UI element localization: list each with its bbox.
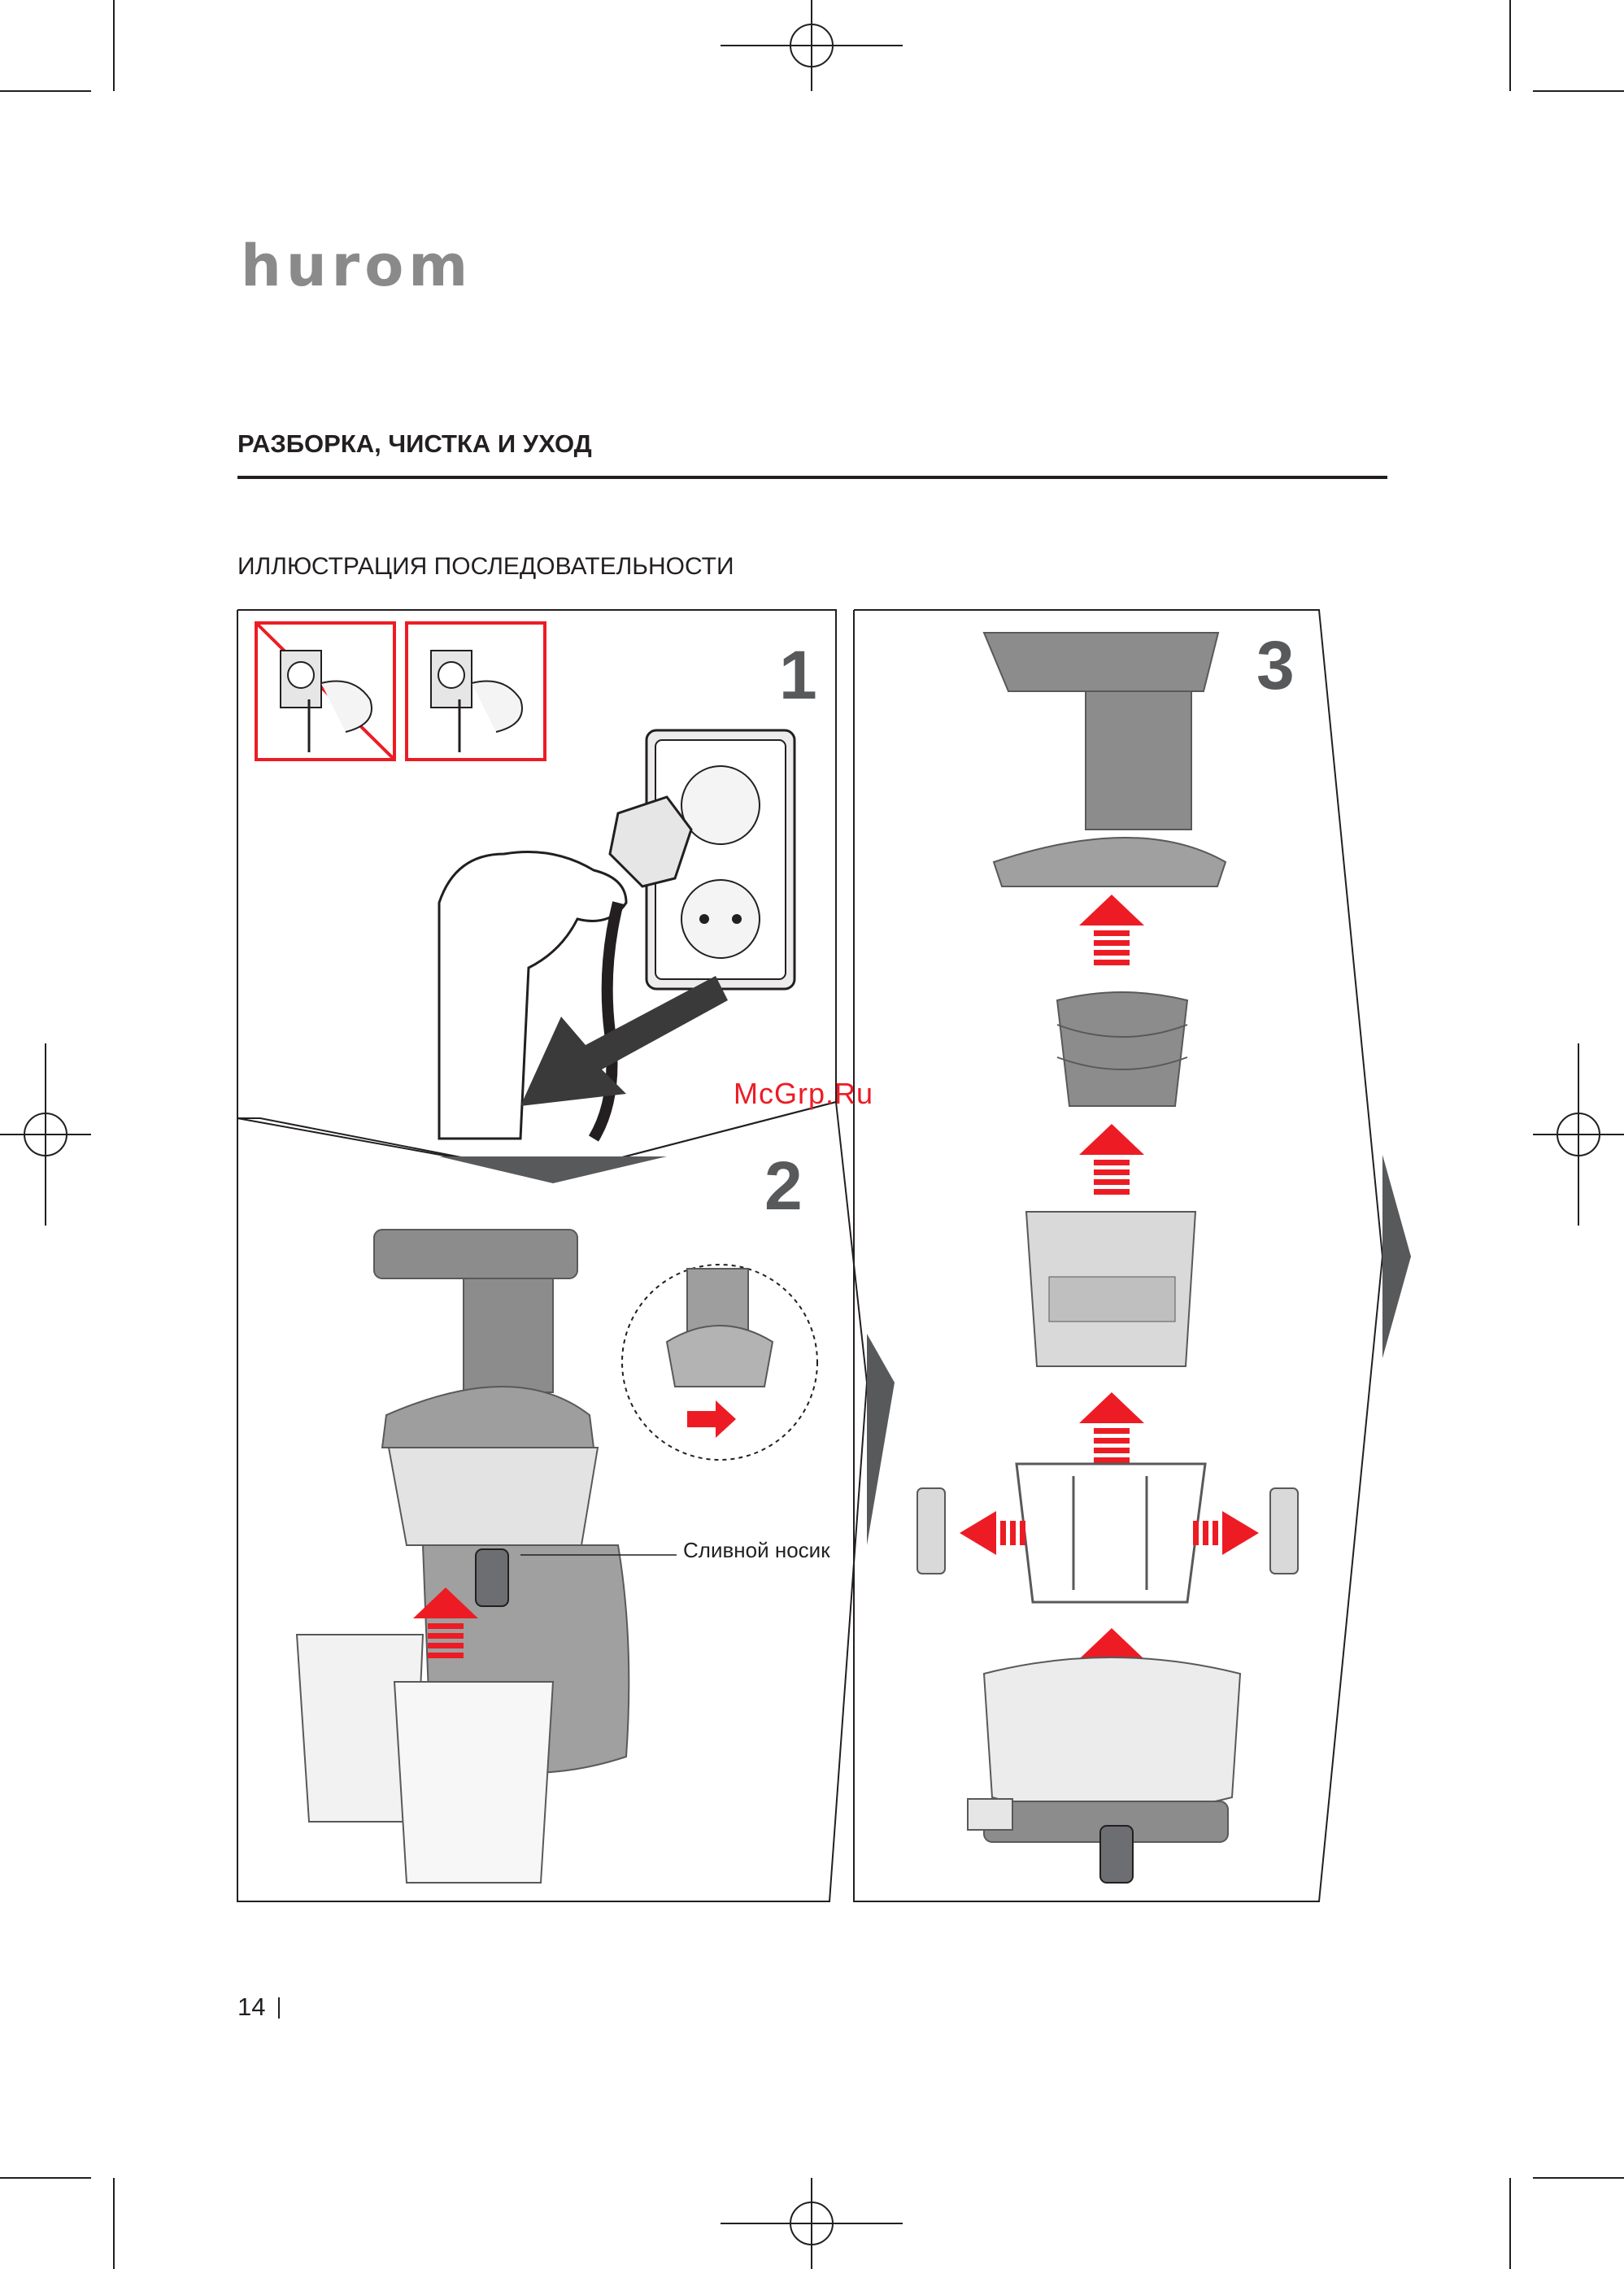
rotating-brush [1017, 1464, 1205, 1602]
right-red-arrow [1193, 1511, 1259, 1555]
right-brush [1270, 1488, 1298, 1574]
juicer-bowl [389, 1448, 598, 1545]
arrow-step3-next [1382, 1155, 1411, 1358]
arrow-step1-to-step2 [439, 1156, 667, 1183]
juicer-hopper [374, 1230, 577, 1278]
step-3-number: 3 [1256, 626, 1295, 705]
juicing-bowl [984, 1657, 1240, 1814]
step-2-number: 2 [764, 1147, 803, 1226]
pull-arrow [520, 976, 728, 1106]
page-number: 14 [237, 1992, 265, 2022]
arrow-step2-to-step3 [867, 1334, 895, 1545]
left-red-arrow [960, 1511, 1025, 1555]
hopper-lid [984, 633, 1218, 691]
spout-callout-label: Сливной носик [683, 1538, 830, 1563]
page-number-divider [278, 1997, 280, 2019]
left-brush [917, 1488, 945, 1574]
juicing-screw [1057, 992, 1187, 1106]
juice-spout [476, 1549, 508, 1606]
step-1-number: 1 [779, 636, 817, 715]
juice-container [394, 1682, 553, 1883]
watermark: McGrp.Ru [734, 1077, 873, 1111]
